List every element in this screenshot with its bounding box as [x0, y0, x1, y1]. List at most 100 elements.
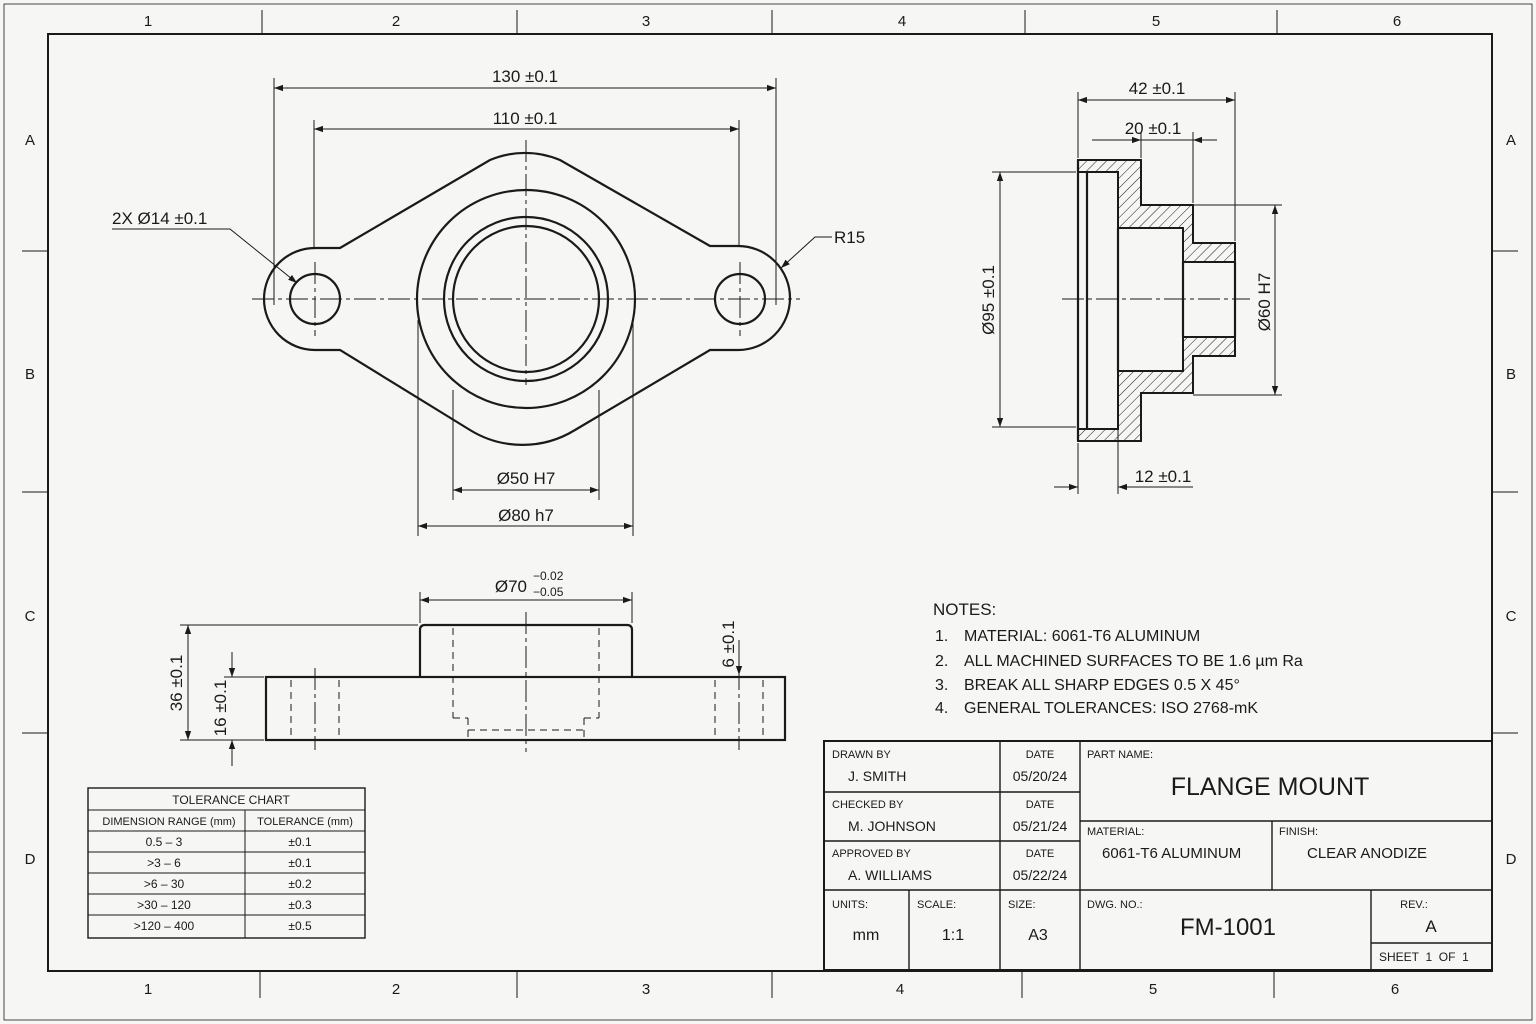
- zone-col-2-top: 2: [392, 13, 400, 30]
- units-label: UNITS:: [832, 899, 868, 911]
- note-4-text: GENERAL TOLERANCES: ISO 2768-mK: [964, 700, 1258, 717]
- dim-overall-width: 130 ±0.1: [492, 67, 558, 86]
- approved-date-label: DATE: [1026, 848, 1055, 860]
- zone-col-2-bottom: 2: [392, 981, 400, 998]
- drawn-by-label: DRAWN BY: [832, 749, 892, 761]
- checked-by: M. JOHNSON: [848, 818, 936, 834]
- note-3-text: BREAK ALL SHARP EDGES 0.5 X 45°: [964, 677, 1240, 694]
- dim-boss-dia: Ø70: [495, 577, 527, 596]
- zone-row-c-right: C: [1506, 608, 1517, 625]
- sheet-count: SHEET 1 OF 1: [1379, 950, 1469, 964]
- zone-col-6-bottom: 6: [1391, 981, 1399, 998]
- tolerance-row-2-range: >3 – 6: [147, 856, 181, 870]
- part-name: FLANGE MOUNT: [1171, 773, 1370, 801]
- section-lower-half: [1077, 336, 1236, 442]
- tolerance-chart: TOLERANCE CHART DIMENSION RANGE (mm) TOL…: [87, 787, 366, 939]
- checked-date-label: DATE: [1026, 799, 1055, 811]
- notes-block: NOTES: 1. MATERIAL: 6061-T6 ALUMINUM 2. …: [933, 600, 1303, 717]
- dim-boss: Ø80 h7: [498, 506, 554, 525]
- zone-row-b-left: B: [25, 366, 35, 383]
- part-name-label: PART NAME:: [1087, 749, 1153, 761]
- flange-outline: [262, 151, 792, 446]
- zone-col-6-top: 6: [1393, 13, 1401, 30]
- material-label: MATERIAL:: [1087, 826, 1144, 838]
- tolerance-row-3-tol: ±0.2: [288, 877, 312, 891]
- zone-row-c-left: C: [25, 608, 36, 625]
- note-1-number: 1.: [935, 628, 948, 645]
- units-value: mm: [853, 927, 880, 944]
- zone-row-b-right: B: [1506, 366, 1516, 383]
- sheet-border: [3, 3, 1533, 1021]
- zone-col-5-bottom: 5: [1149, 981, 1157, 998]
- dim-boss-tol-lower: −0.05: [533, 585, 564, 599]
- drawn-date: 05/20/24: [1013, 768, 1068, 784]
- zone-row-d-right: D: [1506, 851, 1517, 868]
- finish-value: CLEAR ANODIZE: [1307, 845, 1427, 862]
- zone-labels: 1 2 3 4 5 6 1 2 3 4 5 6 A B C D A B C D: [25, 13, 1517, 998]
- title-block: DRAWN BY J. SMITH DATE 05/20/24 CHECKED …: [823, 740, 1493, 971]
- zone-row-a-left: A: [25, 132, 35, 149]
- zone-row-a-right: A: [1506, 132, 1516, 149]
- tolerance-row-4-tol: ±0.3: [288, 898, 312, 912]
- approved-by-label: APPROVED BY: [832, 848, 912, 860]
- approved-by: A. WILLIAMS: [848, 867, 932, 883]
- section-upper-half: [1077, 159, 1236, 263]
- hole-leader: [112, 228, 298, 284]
- dim-step-depth: 20 ±0.1: [1125, 119, 1182, 138]
- dim-pilot-dia: Ø60 H7: [1255, 273, 1274, 332]
- checked-by-label: CHECKED BY: [832, 799, 904, 811]
- top-view: 130 ±0.1 110 ±0.1 2X Ø14 ±0.1 R15 Ø50 H7…: [112, 67, 865, 536]
- notes-title: NOTES:: [933, 600, 996, 619]
- dwg-no-label: DWG. NO.:: [1087, 899, 1143, 911]
- tolerance-row-4-range: >30 – 120: [137, 898, 191, 912]
- dwg-no-value: FM-1001: [1180, 914, 1276, 941]
- dim-base-height: 16 ±0.1: [211, 680, 230, 737]
- finish-label: FINISH:: [1279, 826, 1318, 838]
- note-2-number: 2.: [935, 653, 948, 670]
- drawn-date-label: DATE: [1026, 749, 1055, 761]
- checked-date: 05/21/24: [1013, 818, 1068, 834]
- dim-boss-tol-upper: −0.02: [533, 569, 564, 583]
- zone-col-3-bottom: 3: [642, 981, 650, 998]
- tolerance-row-2-tol: ±0.1: [288, 856, 312, 870]
- note-1-text: MATERIAL: 6061-T6 ALUMINUM: [964, 628, 1200, 645]
- dim-flange-dia: Ø95 ±0.1: [979, 265, 998, 335]
- tolerance-row-1-tol: ±0.1: [288, 835, 312, 849]
- rev-label: REV.:: [1400, 899, 1428, 911]
- drawn-by: J. SMITH: [848, 768, 906, 784]
- tolerance-row-5-range: >120 – 400: [134, 919, 195, 933]
- approved-date: 05/22/24: [1013, 867, 1068, 883]
- zone-col-4-top: 4: [898, 13, 906, 30]
- note-2-text: ALL MACHINED SURFACES TO BE 1.6 µm Ra: [964, 653, 1303, 670]
- material-value: 6061-T6 ALUMINUM: [1102, 845, 1241, 862]
- dim-overall-depth: 42 ±0.1: [1129, 79, 1186, 98]
- tolerance-row-1-range: 0.5 – 3: [146, 835, 183, 849]
- scale-label: SCALE:: [917, 899, 956, 911]
- dim-hole-spacing: 110 ±0.1: [493, 109, 558, 128]
- note-3-number: 3.: [935, 677, 948, 694]
- tolerance-row-5-tol: ±0.5: [288, 919, 312, 933]
- tolerance-header-range: DIMENSION RANGE (mm): [102, 816, 235, 828]
- dim-bore: Ø50 H7: [497, 469, 556, 488]
- dim-total-height: 36 ±0.1: [167, 655, 186, 712]
- zone-row-d-left: D: [25, 851, 36, 868]
- zone-col-1-bottom: 1: [144, 981, 152, 998]
- tolerance-header-tol: TOLERANCE (mm): [257, 816, 353, 828]
- tolerance-chart-title: TOLERANCE CHART: [172, 793, 290, 807]
- zone-col-5-top: 5: [1152, 13, 1160, 30]
- note-4-number: 4.: [935, 700, 948, 717]
- zone-col-1-top: 1: [144, 13, 152, 30]
- dim-flange-thk: 12 ±0.1: [1135, 467, 1192, 486]
- section-view: 42 ±0.1 20 ±0.1 Ø95 ±0.1 Ø60 H7 12 ±0.1: [979, 79, 1282, 494]
- dim-radius: R15: [834, 228, 865, 247]
- dim-counterbore: 6 ±0.1: [719, 620, 738, 667]
- scale-value: 1:1: [942, 927, 964, 944]
- rev-value: A: [1425, 917, 1437, 936]
- size-value: A3: [1028, 927, 1048, 944]
- size-label: SIZE:: [1008, 899, 1036, 911]
- zone-col-3-top: 3: [642, 13, 650, 30]
- dim-holes: 2X Ø14 ±0.1: [112, 209, 207, 228]
- radius-leader: [780, 236, 832, 269]
- tolerance-row-3-range: >6 – 30: [144, 877, 185, 891]
